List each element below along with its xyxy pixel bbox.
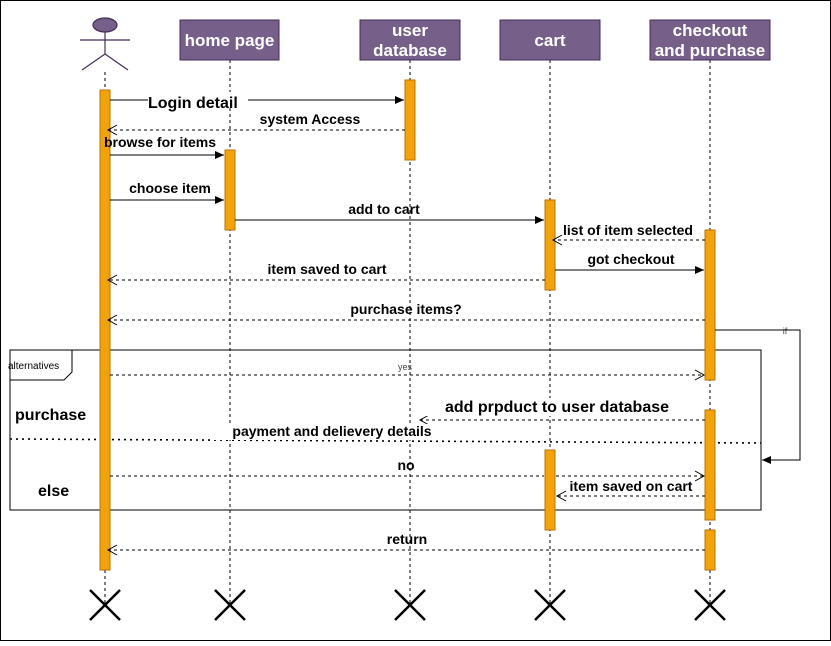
header-cart-label: cart	[534, 31, 566, 50]
label-bg-add-product	[425, 398, 687, 416]
header-checkout-line1: checkout	[673, 21, 748, 40]
activation-checkout-2	[704, 409, 716, 521]
alt-guard-purchase: purchase	[15, 407, 86, 424]
alt-fragment-label: alternatives	[8, 361, 59, 372]
msg-list-selected-label: list of item selected	[563, 222, 693, 238]
activation-cart-1	[544, 199, 556, 291]
destroy-checkout-icon	[694, 589, 726, 621]
alt-fragment: alternatives purchase else	[8, 349, 762, 511]
destroy-home-icon	[214, 589, 246, 621]
msg-add-product-label: add prpduct to user database	[445, 399, 669, 416]
destroy-actor-icon	[89, 589, 121, 621]
destruction-marks	[89, 589, 726, 621]
activation-userdb	[404, 79, 416, 161]
header-cart: cart	[499, 19, 601, 61]
header-userdb: user database	[359, 19, 461, 61]
destroy-cart-icon	[534, 589, 566, 621]
actor-icon	[80, 17, 130, 71]
msg-add-to-cart-label: add to cart	[348, 201, 420, 217]
alt-divider	[9, 438, 762, 444]
msg-if-line	[715, 329, 801, 464]
activation-checkout-3	[704, 529, 716, 571]
msg-choose-label: choose item	[129, 180, 211, 196]
msg-return-label: return	[387, 531, 427, 547]
activation-checkout-1	[704, 229, 716, 381]
header-userdb-line2: database	[373, 41, 447, 60]
activations	[99, 79, 716, 571]
msg-purchase-items-label: purchase items?	[350, 301, 461, 317]
messages	[106, 96, 801, 556]
msg-item-saved-on-cart-label: item saved on cart	[570, 478, 693, 494]
activation-home	[224, 149, 236, 231]
msg-browse-label: browse for items	[104, 134, 216, 150]
msg-got-checkout-label: got checkout	[587, 251, 674, 267]
alt-guard-else: else	[38, 483, 69, 500]
header-userdb-line1: user	[392, 21, 428, 40]
msg-system-access-label: system Access	[260, 111, 361, 127]
header-checkout-line2: and purchase	[655, 41, 766, 60]
header-checkout: checkout and purchase	[649, 19, 771, 61]
destroy-userdb-icon	[394, 589, 426, 621]
msg-item-saved-cart-label: item saved to cart	[267, 261, 386, 277]
msg-login-label: Login detail	[148, 95, 238, 112]
msg-yes-label: yes	[398, 362, 413, 372]
msg-if-label: if	[783, 326, 788, 336]
label-bg-login	[148, 92, 248, 108]
msg-no-label: no	[397, 457, 414, 473]
header-home-label: home page	[185, 31, 275, 50]
label-bg-payment	[210, 424, 454, 440]
activation-actor	[99, 89, 111, 571]
header-home: home page	[179, 19, 280, 61]
msg-payment-label: payment and delievery details	[232, 423, 431, 439]
activation-cart-2	[544, 449, 556, 531]
